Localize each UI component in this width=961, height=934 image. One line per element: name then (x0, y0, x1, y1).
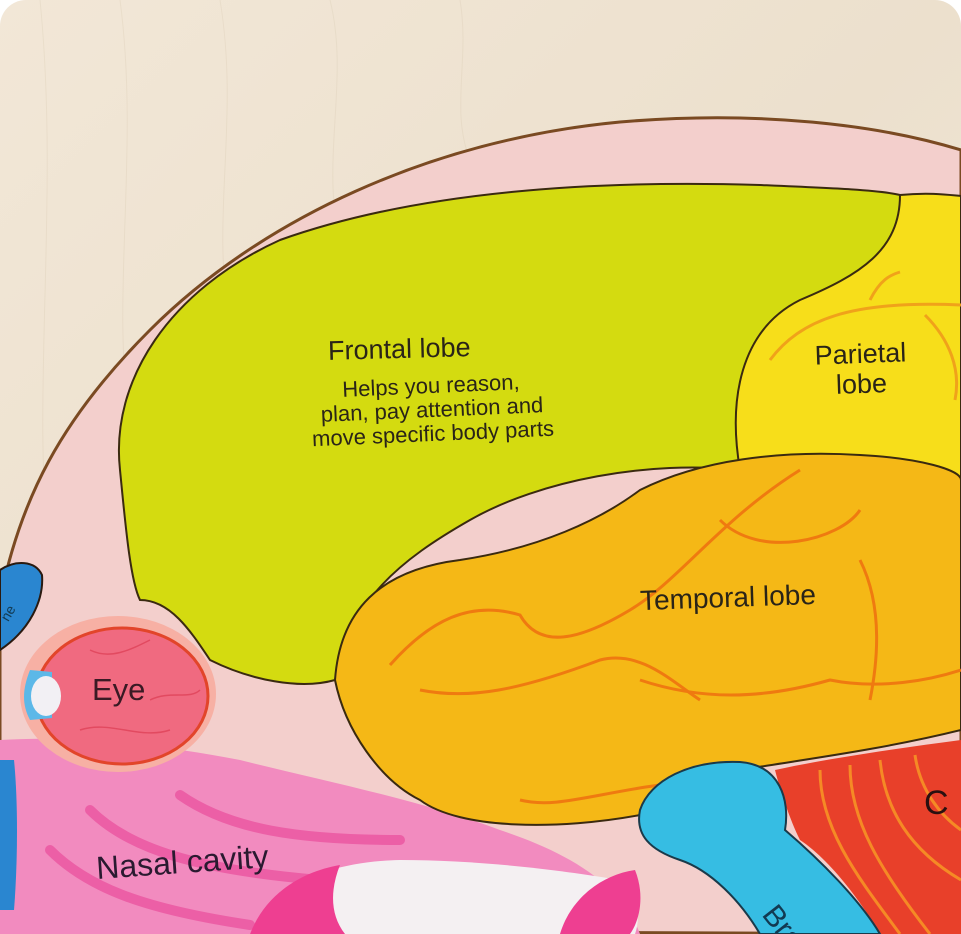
parietal-line-2: lobe (835, 367, 888, 400)
parietal-lobe-label: Parietal lobe (785, 337, 937, 402)
parietal-lobe-piece (734, 192, 961, 482)
left-blue-piece-lower (0, 760, 17, 910)
left-blue-piece (0, 562, 44, 652)
temporal-lobe-label: Temporal lobe (639, 578, 817, 617)
nasal-stripes (45, 790, 405, 930)
tooth-piece (250, 860, 638, 934)
eye-veins (79, 639, 201, 734)
eye-label: Eye (92, 672, 146, 707)
parietal-veins (768, 270, 961, 401)
pupil-lens (31, 676, 61, 716)
pink-gum-piece-right (560, 870, 641, 934)
brain-stem-piece (638, 760, 882, 934)
frontal-lobe-title: Frontal lobe (327, 332, 471, 366)
cerebellum-label: C (924, 784, 949, 822)
cerebellum-folds (818, 754, 961, 934)
pink-gum-piece (250, 865, 345, 934)
